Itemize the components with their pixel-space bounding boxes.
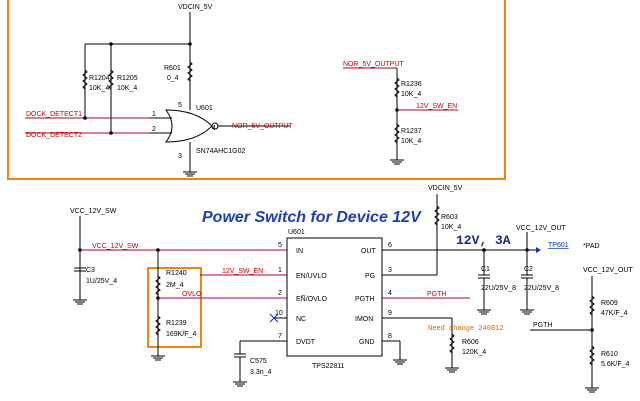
pin3-label: 3 (178, 153, 182, 160)
r610-ref: R610 (601, 351, 618, 358)
c575-value: 3.3n_4 (250, 369, 272, 376)
ground-icon (520, 309, 534, 315)
ic-part: TPS22811 (312, 363, 345, 370)
dock-detect1-net: DOCK_DETECT1 (26, 111, 82, 118)
ic-pin-pg: PG (365, 273, 375, 280)
change-note: Need change 240812 (428, 325, 504, 333)
pin-num-ov: 2 (278, 290, 282, 297)
r1236-value: 10K_4 (401, 91, 421, 98)
c2-value: 22U/25V_8 (524, 285, 559, 292)
ground-icon (183, 171, 197, 177)
ic-pin-in: IN (296, 248, 303, 255)
sw-en-net: 12V_SW_EN (222, 268, 263, 275)
r610-value: 5.6K/F_4 (601, 361, 630, 368)
r1237-ref: R1237 (401, 128, 422, 135)
pin1-label: 1 (152, 111, 156, 118)
nor-output-net-2: NOR_5V_OUTPUT (343, 61, 404, 68)
testpoint-icon (536, 247, 541, 253)
ground-icon (445, 367, 459, 373)
c3-value: 1U/25V_4 (86, 278, 117, 285)
pin5-label: 5 (178, 102, 182, 109)
pgth-net: PGTH (427, 291, 446, 298)
pin-num-en: 1 (278, 267, 282, 274)
pgth-net-2: PGTH (533, 322, 552, 329)
vcc-out-rail-label-2: VCC_12V_OUT (583, 267, 634, 274)
nor-gate-symbol (165, 109, 213, 143)
ic-pin-dvdt: DVDT (296, 339, 316, 346)
r1240-value: 2M_4 (166, 282, 184, 289)
vcc-sw-rail-label: VCC_12V_SW (70, 208, 117, 215)
ground-icon (585, 387, 599, 393)
top-block-border (7, 0, 506, 180)
c1-value: 22U/25V_8 (481, 285, 516, 292)
pin4-label: 4 (212, 125, 216, 132)
sw-en-net-top: 12V_SW_EN (416, 103, 457, 110)
ic-ref: U601 (288, 229, 305, 236)
no-connect-icon (269, 313, 279, 323)
gate-ref: U601 (196, 105, 213, 112)
ic-pin-pgth: PGTH (355, 296, 374, 303)
r1236-ref: R1236 (401, 81, 422, 88)
c1-ref: C1 (481, 266, 490, 273)
pin-num-imon: 9 (388, 310, 392, 317)
r1205-ref: R1205 (117, 75, 138, 82)
ic-pin-nc: NC (296, 316, 306, 323)
pin-num-pg: 3 (388, 267, 392, 274)
ground-icon (151, 355, 165, 361)
pin-num-nc: 10 (275, 310, 283, 317)
pin-num-out: 6 (388, 242, 392, 249)
pin2-label: 2 (152, 126, 156, 133)
r1237-value: 10K_4 (401, 138, 421, 145)
pin-num-in: 5 (278, 242, 282, 249)
r1239-ref: R1239 (166, 320, 187, 327)
ic-pin-imon: IMON (355, 316, 373, 323)
ground-icon (393, 359, 407, 365)
r603-value: 10K_4 (441, 224, 461, 231)
ground-icon (233, 381, 247, 387)
r609-value: 47K/F_4 (601, 310, 628, 317)
r609-ref: R609 (601, 300, 618, 307)
pin-num-pgth: 4 (388, 290, 392, 297)
r601-ref: R601 (164, 65, 181, 72)
nor-output-net: NOR_5V_OUTPUT (232, 123, 293, 130)
c3-ref: C3 (86, 267, 95, 274)
r603-ref: R603 (441, 214, 458, 221)
r1240-ref: R1240 (166, 270, 187, 277)
ic-pin-en: EN/UVLO (296, 273, 327, 280)
vcc-out-rail-label: VCC_12V_OUT (516, 225, 567, 232)
c575-ref: C575 (250, 358, 267, 365)
vdcin-label-bottom: VDCIN_5V (428, 185, 463, 192)
c2-ref: C2 (524, 266, 533, 273)
section-title: Power Switch for Device 12V (202, 209, 422, 226)
r1239-value: 169K/F_4 (166, 331, 196, 338)
ground-icon (73, 299, 87, 305)
testpoint-pad: *PAD (583, 243, 600, 250)
pin-num-gnd: 8 (388, 333, 392, 340)
testpoint-ref: TP601 (548, 242, 569, 249)
ic-pin-gnd: GND (359, 339, 375, 346)
ic-tps22811 (286, 237, 383, 357)
rating-label: 12V, 3A (456, 233, 511, 248)
ground-icon (390, 159, 404, 165)
gate-part: SN74AHC1G02 (196, 148, 246, 155)
vdcin-label-top: VDCIN_5V (178, 4, 213, 11)
dock-detect2-net: DOCK_DETECT2 (26, 132, 82, 139)
r1204-ref: R1204 (89, 75, 110, 82)
r1205-value: 10K_4 (117, 85, 137, 92)
r1204-value: 10K_4 (89, 85, 109, 92)
vcc-sw-net: VCC_12V_SW (92, 243, 139, 250)
ovlo-net: OVLO (182, 291, 202, 298)
r601-value: 0_4 (167, 75, 179, 82)
r606-ref: R606 (462, 339, 479, 346)
ic-pin-out: OUT (361, 248, 377, 255)
r606-value: 120K_4 (462, 349, 486, 356)
ic-pin-ov: EN̅/OVLO (296, 295, 328, 303)
highlight-box (147, 267, 202, 348)
pin-num-dvdt: 7 (278, 333, 282, 340)
ground-icon (477, 309, 491, 315)
